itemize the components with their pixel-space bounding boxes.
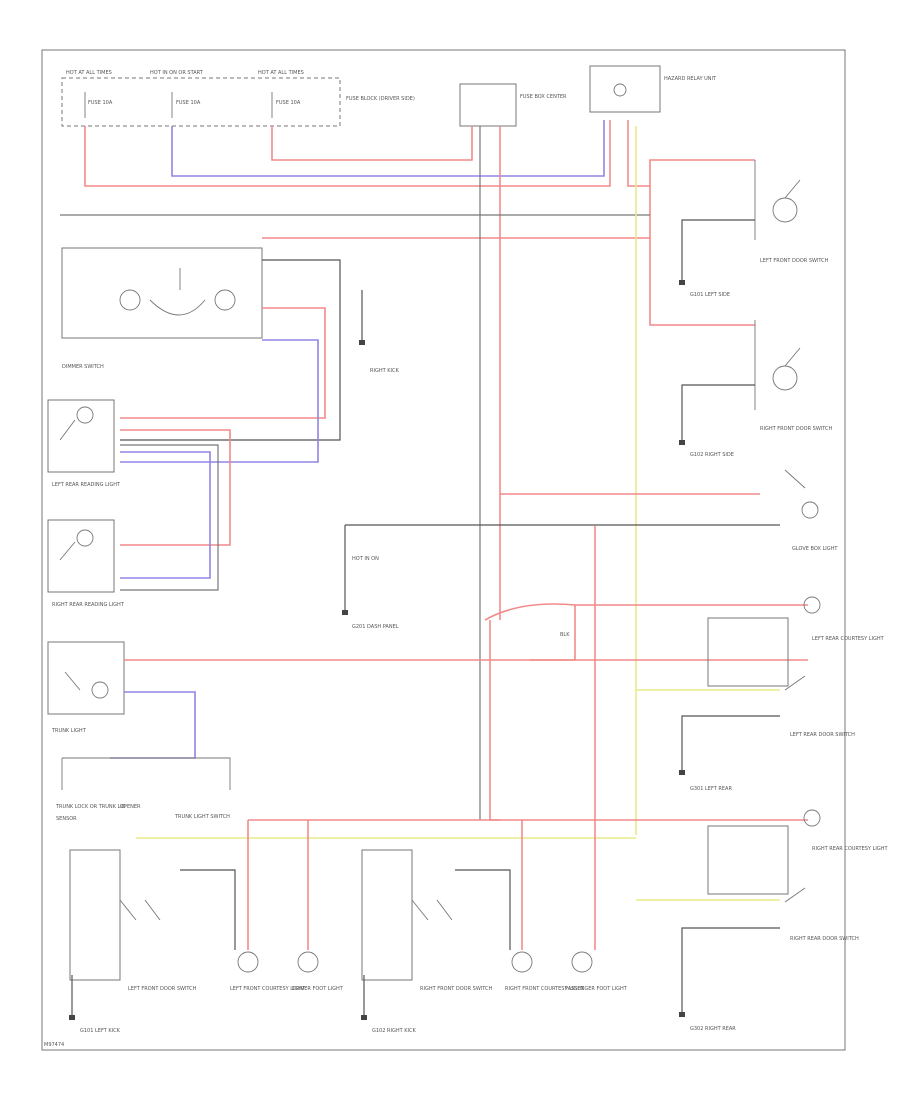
- svg-text:G201 DASH PANEL: G201 DASH PANEL: [352, 624, 399, 630]
- wire-blue-fuse-b: [171, 120, 605, 177]
- passenger-foot-light: PASSENGER FOOT LIGHT: [565, 526, 628, 992]
- svg-text:RIGHT FRONT DOOR SWITCH: RIGHT FRONT DOOR SWITCH: [760, 426, 833, 432]
- right-front-door-switch-bottom: RIGHT FRONT DOOR SWITCH G102 RIGHT KICK: [361, 849, 493, 1034]
- svg-text:FUSE 10A: FUSE 10A: [88, 100, 113, 106]
- svg-text:GLOVE BOX LIGHT: GLOVE BOX LIGHT: [792, 546, 838, 552]
- wire-red-feed-lf: [649, 186, 755, 326]
- dimmer-ground: RIGHT KICK: [359, 290, 399, 374]
- driver-foot-light: DRIVER FOOT LIGHT: [292, 820, 344, 992]
- svg-text:RIGHT REAR COURTESY LIGHT: RIGHT REAR COURTESY LIGHT: [812, 846, 888, 852]
- wire-red-relay-out: [627, 120, 755, 187]
- wire-blue-dimmer-out: [120, 339, 319, 463]
- svg-text:LEFT REAR COURTESY LIGHT: LEFT REAR COURTESY LIGHT: [812, 636, 885, 642]
- left-courtesy-light: LEFT FRONT COURTESY LIGHT: [180, 820, 306, 992]
- svg-text:RIGHT FRONT DOOR SWITCH: RIGHT FRONT DOOR SWITCH: [420, 986, 493, 992]
- svg-text:LEFT FRONT DOOR SWITCH: LEFT FRONT DOOR SWITCH: [760, 258, 829, 264]
- left-rear-reading-light: LEFT REAR READING LIGHT: [47, 399, 121, 488]
- svg-text:HOT AT ALL TIMES: HOT AT ALL TIMES: [258, 70, 304, 76]
- svg-text:TRUNK LIGHT: TRUNK LIGHT: [51, 728, 87, 734]
- svg-text:FUSE BLOCK (DRIVER SIDE): FUSE BLOCK (DRIVER SIDE): [346, 96, 415, 102]
- wire-red-dimmer-out: [120, 307, 326, 419]
- diagram-frame: [41, 49, 846, 1051]
- wire-red-lr-reading: [120, 429, 231, 546]
- svg-text:HOT IN ON: HOT IN ON: [352, 556, 379, 562]
- svg-text:G101 LEFT SIDE: G101 LEFT SIDE: [690, 292, 730, 298]
- wire-red-fuse-c: [271, 126, 473, 161]
- svg-text:FUSE BOX CENTER: FUSE BOX CENTER: [520, 94, 567, 100]
- right-courtesy-light: RIGHT FRONT COURTESY LIGHT: [455, 820, 585, 992]
- svg-text:LEFT FRONT DOOR SWITCH: LEFT FRONT DOOR SWITCH: [128, 986, 197, 992]
- svg-text:RIGHT FRONT COURTESY LIGHT: RIGHT FRONT COURTESY LIGHT: [505, 986, 585, 992]
- right-front-door-switch: RIGHT FRONT DOOR SWITCH G102 RIGHT SIDE: [679, 320, 833, 458]
- left-front-door-switch: LEFT FRONT DOOR SWITCH G101 LEFT SIDE: [679, 160, 829, 298]
- svg-text:RIGHT REAR READING LIGHT: RIGHT REAR READING LIGHT: [52, 602, 125, 608]
- svg-text:BLK: BLK: [560, 632, 570, 638]
- svg-text:LEFT FRONT COURTESY LIGHT: LEFT FRONT COURTESY LIGHT: [230, 986, 306, 992]
- right-rear-door-switch: RIGHT REAR COURTESY LIGHT RIGHT REAR DOO…: [636, 809, 888, 1032]
- wire-red-fuse-a: [84, 120, 611, 187]
- svg-text:TRUNK LIGHT SWITCH: TRUNK LIGHT SWITCH: [174, 814, 230, 820]
- svg-text:G102 RIGHT KICK: G102 RIGHT KICK: [372, 1028, 416, 1034]
- svg-text:G102 RIGHT SIDE: G102 RIGHT SIDE: [690, 452, 734, 458]
- glovebox-light: GLOVE BOX LIGHT: [500, 469, 838, 552]
- center-fuse-box: FUSE BOX CENTER: [459, 83, 567, 127]
- center-connector: BLK: [484, 603, 576, 661]
- svg-text:RIGHT REAR DOOR SWITCH: RIGHT REAR DOOR SWITCH: [790, 936, 859, 942]
- svg-text:OPENER: OPENER: [120, 804, 141, 810]
- svg-text:G302 RIGHT REAR: G302 RIGHT REAR: [690, 1026, 736, 1032]
- wire-blue-trunk: [110, 691, 196, 759]
- wire-red-vertical-2: [489, 620, 808, 821]
- svg-text:TRUNK LOCK OR TRUNK LID: TRUNK LOCK OR TRUNK LID: [55, 804, 126, 810]
- center-ground: G201 DASH PANEL HOT IN ON: [342, 525, 399, 630]
- svg-text:SENSOR: SENSOR: [56, 816, 77, 822]
- svg-text:PASSENGER FOOT LIGHT: PASSENGER FOOT LIGHT: [565, 986, 628, 992]
- svg-text:HOT AT ALL TIMES: HOT AT ALL TIMES: [66, 70, 112, 76]
- svg-text:RIGHT KICK: RIGHT KICK: [370, 368, 399, 374]
- right-rear-reading-light: RIGHT REAR READING LIGHT: [47, 519, 125, 608]
- svg-text:LEFT REAR DOOR SWITCH: LEFT REAR DOOR SWITCH: [790, 732, 855, 738]
- wire-gray-lr-reading: [120, 444, 219, 591]
- svg-text:HOT IN ON OR START: HOT IN ON OR START: [150, 70, 204, 76]
- svg-text:G301 LEFT REAR: G301 LEFT REAR: [690, 786, 732, 792]
- svg-text:G101 LEFT KICK: G101 LEFT KICK: [80, 1028, 121, 1034]
- svg-text:HAZARD RELAY UNIT: HAZARD RELAY UNIT: [664, 76, 717, 82]
- svg-text:FUSE 10A: FUSE 10A: [176, 100, 201, 106]
- fuse-block: HOT AT ALL TIMES HOT IN ON OR START HOT …: [61, 70, 415, 127]
- left-front-door-switch-bottom: LEFT FRONT DOOR SWITCH G101 LEFT KICK: [69, 849, 197, 1034]
- hazard-relay: HAZARD RELAY UNIT: [589, 65, 717, 113]
- left-rear-door-switch: LEFT REAR COURTESY LIGHT LEFT REAR DOOR …: [636, 596, 885, 792]
- dimmer-switch: DIMMER SWITCH: [61, 247, 263, 370]
- svg-text:LEFT REAR READING LIGHT: LEFT REAR READING LIGHT: [52, 482, 121, 488]
- wire-black-dimmer-out: [120, 259, 341, 441]
- svg-text:DIMMER SWITCH: DIMMER SWITCH: [62, 364, 104, 370]
- trunk-light-switch: TRUNK LOCK OR TRUNK LID OPENER SENSOR TR…: [55, 757, 231, 822]
- footer-code: M97474: [44, 1042, 64, 1048]
- svg-text:FUSE 10A: FUSE 10A: [276, 100, 301, 106]
- wire-blue-lr-reading: [120, 451, 211, 579]
- trunk-light: TRUNK LIGHT: [47, 641, 125, 734]
- svg-text:DRIVER FOOT LIGHT: DRIVER FOOT LIGHT: [292, 986, 344, 992]
